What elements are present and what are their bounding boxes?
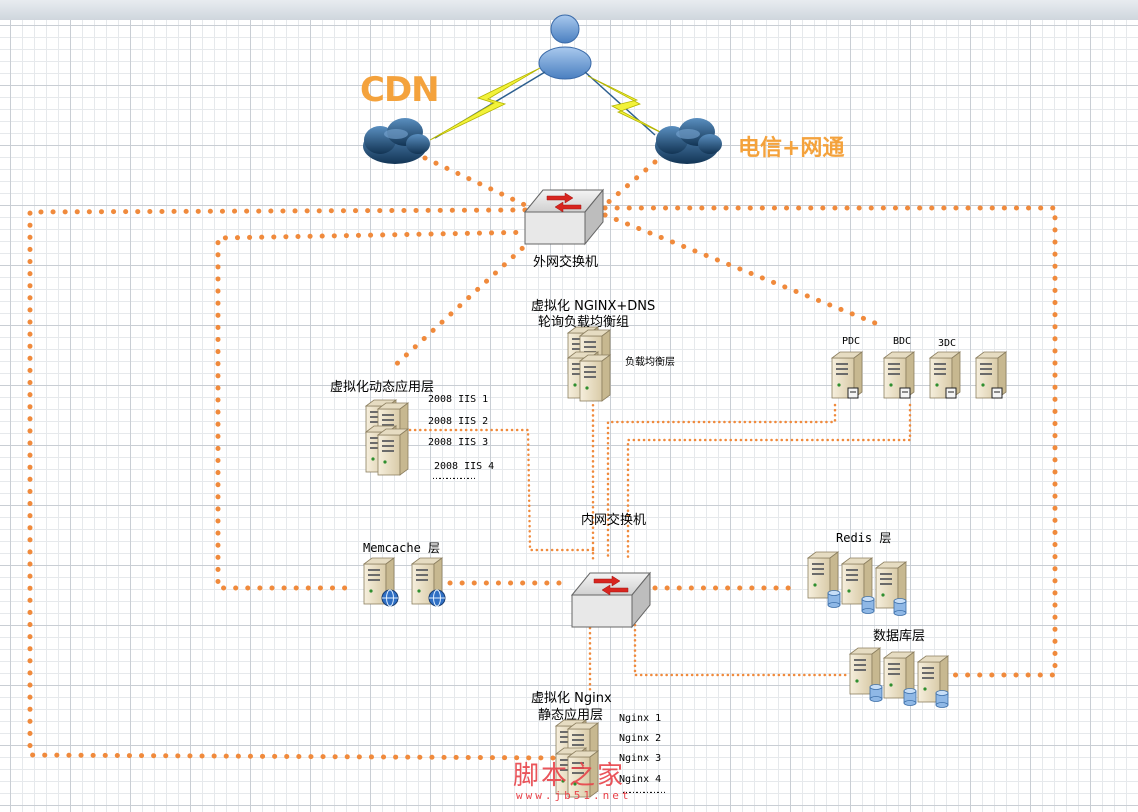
memcache-title: Memcache 层	[363, 541, 441, 555]
user-icon	[538, 14, 592, 80]
memcache-servers-icon	[363, 557, 446, 607]
link-ext-switch-to-dynamic	[387, 229, 543, 373]
database-servers-icon	[849, 647, 949, 708]
telecom-cloud-icon	[655, 118, 722, 164]
lightning-left-icon	[429, 67, 541, 141]
link-right-loop	[602, 205, 1058, 678]
internal-switch-label: 内网交换机	[581, 513, 647, 528]
network-links	[27, 155, 1058, 761]
lb-layer-label: 负载均衡层	[625, 357, 675, 368]
dc-label-bdc: BDC	[893, 336, 912, 347]
dynamic-server-3: 2008 IIS 3	[428, 437, 489, 448]
link-cdn-to-external-switch	[422, 155, 528, 208]
static-server-1: Nginx 1	[619, 713, 662, 724]
cdn-label: CDN	[360, 70, 440, 110]
static-app-title-line1: 虚拟化 Nginx	[531, 691, 612, 706]
dynamic-server-2: 2008 IIS 2	[428, 416, 489, 427]
lb-group-title-line1: 虚拟化 NGINX+DNS	[531, 299, 656, 314]
telecom-label: 电信+网通	[738, 136, 845, 161]
load-balancer-servers-icon	[567, 326, 611, 402]
dc-label-3dc: 3DC	[938, 338, 957, 349]
link-dynamic-to-internal	[408, 428, 597, 552]
domain-controller-servers-icon	[832, 352, 1006, 398]
database-title: 数据库层	[873, 629, 926, 644]
link-dc-to-internal-a	[606, 403, 837, 562]
link-telecom-to-external-switch	[602, 159, 658, 208]
lb-group-title-line2: 轮询负载均衡组	[538, 315, 630, 330]
dynamic-app-title: 虚拟化动态应用层	[330, 380, 435, 395]
cdn-cloud-icon	[363, 118, 430, 164]
dynamic-server-more: ………………	[432, 472, 476, 482]
external-switch-icon	[524, 189, 604, 245]
link-dc-to-internal-b	[626, 403, 912, 562]
static-server-2: Nginx 2	[619, 733, 662, 744]
dynamic-server-1: 2008 IIS 1	[428, 394, 489, 405]
redis-title: Redis 层	[836, 531, 892, 545]
dynamic-app-servers-icon	[365, 399, 409, 476]
diagram-canvas	[0, 20, 1138, 812]
static-app-title-line2: 静态应用层	[538, 708, 604, 723]
static-server-3: Nginx 3	[619, 753, 662, 764]
watermark-title: 脚本之家	[513, 761, 626, 791]
dynamic-server-4: 2008 IIS 4	[434, 461, 495, 472]
link-ext-switch-to-dc	[602, 212, 883, 328]
link-internal-to-database	[633, 623, 852, 677]
link-outer-loop	[27, 207, 563, 761]
external-switch-label: 外网交换机	[533, 255, 599, 270]
user-link-right	[584, 71, 656, 136]
internal-switch-icon	[571, 572, 651, 628]
watermark-url: www.jb51.net	[516, 789, 632, 802]
redis-servers-icon	[807, 551, 907, 616]
static-server-4: Nginx 4	[619, 774, 662, 785]
thin-links	[408, 393, 912, 692]
link-inner-loop	[215, 229, 543, 591]
static-server-more: ………………	[622, 786, 666, 796]
dc-label-pdc: PDC	[842, 336, 861, 347]
